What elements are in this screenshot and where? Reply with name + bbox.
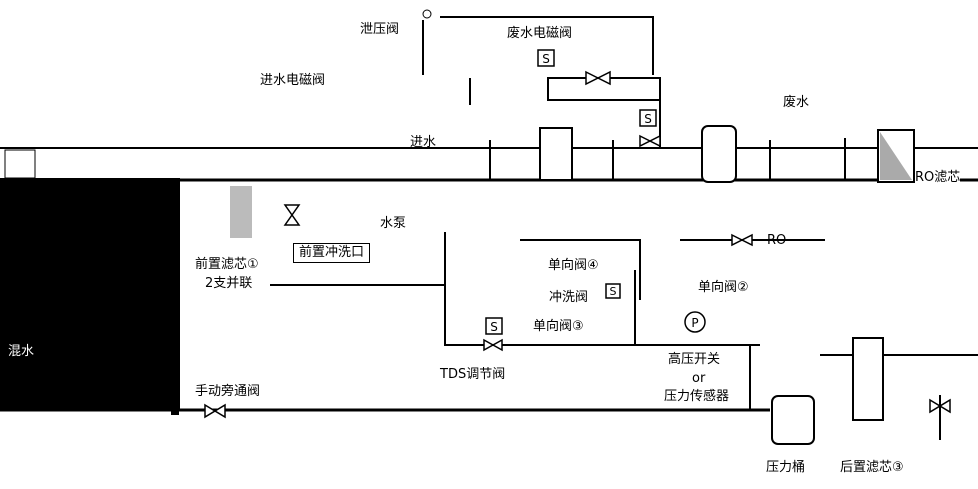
tds-pipe	[444, 232, 760, 346]
outlet-valve	[929, 398, 951, 414]
water-pump-label: 水泵	[380, 216, 407, 231]
check-valve-3-label: 单向阀③	[533, 319, 584, 334]
pump-body	[539, 127, 573, 181]
post-filter-body	[852, 337, 884, 421]
waste-water-label: 废水	[783, 95, 810, 110]
pre-flush-port-label: 前置冲洗口	[293, 243, 371, 263]
hp-switch-label: 高压开关	[668, 352, 721, 367]
solenoid-letter-2: S	[644, 112, 652, 126]
manual-bypass-label: 手动旁通阀	[195, 384, 261, 399]
pressure-tank-body	[771, 395, 815, 445]
relief-return-pipe	[440, 16, 654, 75]
tds-valve-label: TDS调节阀	[440, 367, 506, 382]
waste-solenoid-box	[537, 49, 555, 67]
ro-label: RO	[767, 233, 787, 248]
parallel-label: 2支并联	[205, 276, 253, 291]
pressure-letter: P	[691, 316, 698, 330]
mixed-water-label: 混水	[8, 344, 35, 359]
relief-valve-label: 泄压阀	[360, 22, 400, 37]
inlet-box	[4, 149, 36, 179]
inlet-solenoid-box	[639, 109, 657, 127]
branch-stubs	[489, 140, 771, 180]
solenoid-letter-4: S	[610, 285, 617, 298]
flush-valve-label: 冲洗阀	[549, 290, 589, 305]
ro-filter-label: RO滤芯	[915, 170, 961, 185]
ro-filter-vessel	[701, 125, 737, 183]
bypass-valve	[204, 403, 226, 419]
ro-valve	[731, 233, 753, 247]
tank-pipe	[749, 345, 770, 411]
left-band	[0, 178, 180, 410]
pre-flush-valve	[283, 204, 301, 226]
ro-membrane-shade	[880, 132, 912, 180]
waste-valve	[585, 70, 611, 86]
relief-valve-icon	[422, 9, 432, 19]
pressure-tank-label: 压力桶	[766, 460, 806, 475]
or-label: or	[692, 371, 706, 386]
solenoid-letter-1: S	[542, 52, 550, 66]
inlet-valve	[639, 134, 661, 148]
post-filter-label: 后置滤芯③	[840, 460, 904, 475]
solenoid-letter-3: S	[490, 320, 498, 334]
pressure-sensor-label: 压力传感器	[664, 389, 730, 404]
pre-filter-label: 前置滤芯①	[195, 257, 259, 272]
check-valve-2-label: 单向阀②	[698, 280, 749, 295]
tds-solenoid-box	[485, 317, 503, 335]
tds-valve	[483, 338, 503, 352]
check4-pipe	[520, 239, 641, 300]
pressure-gauge-icon	[684, 311, 706, 333]
inlet-solenoid-label: 进水电磁阀	[260, 73, 326, 88]
waste-solenoid-label: 废水电磁阀	[507, 26, 573, 41]
check-valve-4-label: 单向阀④	[548, 258, 599, 273]
flush-solenoid-box	[605, 283, 621, 299]
pre-filter-shade	[230, 186, 252, 238]
inlet-label: 进水	[410, 135, 437, 150]
